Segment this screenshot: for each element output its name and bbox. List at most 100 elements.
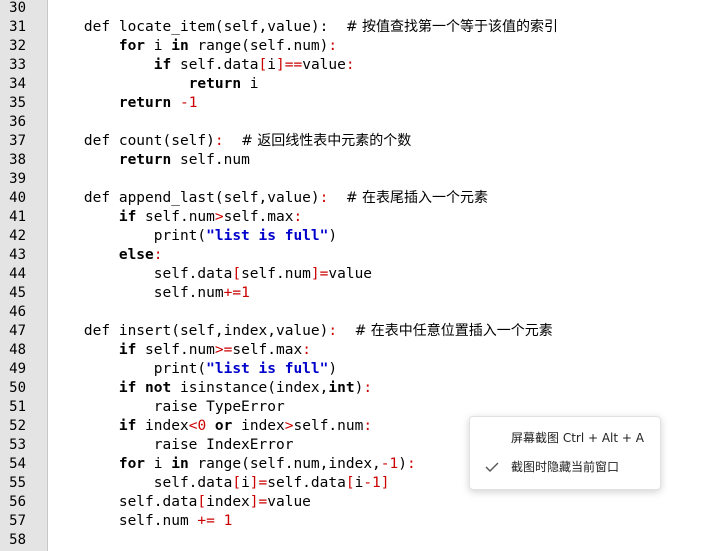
- code-token: [: [197, 494, 207, 510]
- code-line[interactable]: 47 def insert(self,index,value): # 在表中任意…: [0, 322, 720, 341]
- code-token: 1: [223, 513, 233, 529]
- code-text: self.num += 1: [49, 512, 233, 531]
- line-number: 31: [9, 19, 26, 35]
- menu-item-hide-window[interactable]: 截图时隐藏当前窗口: [470, 454, 660, 480]
- line-number: 43: [9, 247, 26, 263]
- code-text: if self.num>self.max:: [49, 208, 302, 227]
- code-line[interactable]: 58: [0, 531, 720, 550]
- code-token: [136, 380, 145, 396]
- code-token: >=: [214, 342, 233, 358]
- code-line[interactable]: 40 def append_last(self,value): # 在表尾插入一…: [0, 189, 720, 208]
- code-line[interactable]: 30: [0, 0, 720, 18]
- line-number: 49: [9, 361, 26, 377]
- code-line[interactable]: 42 print("list is full"): [0, 227, 720, 246]
- code-token: range(self.num): [188, 38, 329, 54]
- line-number: 36: [9, 114, 26, 130]
- code-token: :: [328, 38, 338, 54]
- code-token: [206, 418, 215, 434]
- code-line[interactable]: 57 self.num += 1: [0, 512, 720, 531]
- code-text: self.num+=1: [49, 284, 250, 303]
- code-token: [49, 152, 119, 168]
- code-line[interactable]: 45 self.num+=1: [0, 284, 720, 303]
- code-line[interactable]: 31 def locate_item(self,value): # 按值查找第一…: [0, 18, 720, 37]
- code-token: [224, 133, 241, 149]
- code-token: return: [188, 76, 242, 92]
- code-token: [49, 380, 119, 396]
- code-token: +=: [197, 513, 215, 529]
- code-text: def locate_item(self,value): # 按值查找第一个等于…: [49, 18, 558, 37]
- code-token: self.num: [49, 285, 224, 301]
- code-text: for i in range(self.num):: [49, 37, 337, 56]
- code-token: [: [232, 266, 242, 282]
- code-token: [49, 76, 189, 92]
- code-text: raise TypeError: [49, 398, 285, 417]
- check-icon: [485, 454, 499, 489]
- code-token: ]=: [249, 475, 268, 491]
- code-line[interactable]: 34 return i: [0, 75, 720, 94]
- code-line[interactable]: 44 self.data[self.num]=value: [0, 265, 720, 284]
- code-token: ): [398, 456, 407, 472]
- code-token: # 在表中任意位置插入一个元素: [354, 323, 553, 339]
- code-token: i: [354, 475, 364, 491]
- code-token: i: [145, 456, 172, 472]
- code-text: return i: [49, 75, 259, 94]
- code-line[interactable]: 50 if not isinstance(index,int):: [0, 379, 720, 398]
- code-token: return: [118, 152, 172, 168]
- code-line[interactable]: 53 raise IndexError: [0, 436, 720, 455]
- line-number: 54: [9, 456, 26, 472]
- code-token: ]=: [310, 266, 329, 282]
- code-token: >: [214, 209, 224, 225]
- code-line[interactable]: 51 raise TypeError: [0, 398, 720, 417]
- code-line[interactable]: 39: [0, 170, 720, 189]
- line-number: 51: [9, 399, 26, 415]
- code-line[interactable]: 37 def count(self): # 返回线性表中元素的个数: [0, 132, 720, 151]
- code-line[interactable]: 52 if index<0 or index>self.num:: [0, 417, 720, 436]
- code-line[interactable]: 36: [0, 113, 720, 132]
- code-token: "list is full": [206, 228, 329, 244]
- code-line[interactable]: 35 return -1: [0, 94, 720, 113]
- line-number: 50: [9, 380, 26, 396]
- code-token: [49, 418, 119, 434]
- code-token: [: [232, 475, 242, 491]
- code-line[interactable]: 33 if self.data[i]==value:: [0, 56, 720, 75]
- line-number: 45: [9, 285, 26, 301]
- code-token: ): [328, 228, 338, 244]
- code-token: :: [214, 133, 224, 149]
- code-token: [215, 513, 224, 529]
- code-token: :: [363, 380, 373, 396]
- code-token: self.data: [267, 475, 346, 491]
- line-number: 56: [9, 494, 26, 510]
- code-token: [49, 95, 119, 111]
- code-token: self.num: [241, 266, 311, 282]
- code-line[interactable]: 41 if self.num>self.max:: [0, 208, 720, 227]
- line-number: 44: [9, 266, 26, 282]
- code-text: if self.num>=self.max:: [49, 341, 311, 360]
- code-token: ): [328, 361, 338, 377]
- code-line[interactable]: 55 self.data[i]=self.data[i-1]: [0, 474, 720, 493]
- code-token: [171, 95, 180, 111]
- code-line[interactable]: 49 print("list is full"): [0, 360, 720, 379]
- code-line[interactable]: 56 self.data[index]=value: [0, 493, 720, 512]
- code-token: i: [241, 475, 250, 491]
- menu-item-screenshot[interactable]: 屏幕截图 Ctrl + Alt + A: [470, 425, 660, 451]
- code-line[interactable]: 38 return self.num: [0, 151, 720, 170]
- code-line[interactable]: 32 for i in range(self.num):: [0, 37, 720, 56]
- code-token: [49, 57, 154, 73]
- code-token: [: [258, 57, 268, 73]
- code-token: range(self.num,index,: [188, 456, 381, 472]
- line-number-gutter: [0, 0, 48, 551]
- code-token: isinstance(index,: [171, 380, 329, 396]
- code-token: print(: [49, 361, 207, 377]
- code-line[interactable]: 54 for i in range(self.num,index,-1):: [0, 455, 720, 474]
- code-token: [49, 456, 119, 472]
- code-token: if: [118, 209, 137, 225]
- code-line[interactable]: 46: [0, 303, 720, 322]
- code-line[interactable]: 43 else:: [0, 246, 720, 265]
- code-token: index: [232, 418, 285, 434]
- code-token: :: [406, 456, 416, 472]
- code-token: i: [241, 76, 259, 92]
- code-text: if self.data[i]==value:: [49, 56, 355, 75]
- code-line[interactable]: 48 if self.num>=self.max:: [0, 341, 720, 360]
- code-token: self.data: [171, 57, 259, 73]
